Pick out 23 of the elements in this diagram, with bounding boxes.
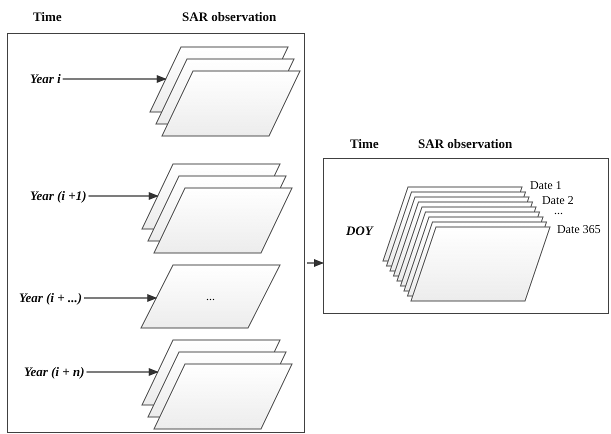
date-label: Date 365 — [557, 223, 601, 235]
arrow — [84, 294, 158, 302]
arrow — [307, 259, 324, 267]
time-label: Year (i + ...) — [19, 290, 82, 306]
time-label: Year (i + n) — [24, 364, 84, 380]
arrow — [86, 368, 159, 376]
date-label: ... — [554, 204, 563, 216]
image-stack-drawing — [141, 339, 293, 430]
image-stack-drawing — [141, 163, 293, 254]
time-label: Year i — [30, 71, 61, 87]
image-stack-drawing — [149, 46, 301, 137]
column-heading: Time — [33, 9, 62, 25]
arrow — [62, 75, 167, 83]
image-layer — [140, 264, 281, 329]
column-heading: SAR observation — [418, 136, 512, 152]
ellipsis-text: ... — [205, 289, 216, 302]
time-label: DOY — [346, 223, 373, 239]
column-heading: SAR observation — [182, 9, 276, 25]
arrow — [88, 192, 159, 200]
date-label: Date 1 — [530, 179, 562, 191]
date-label: Date 2 — [542, 194, 574, 206]
time-label: Year (i +1) — [30, 188, 87, 204]
column-heading: Time — [350, 136, 379, 152]
